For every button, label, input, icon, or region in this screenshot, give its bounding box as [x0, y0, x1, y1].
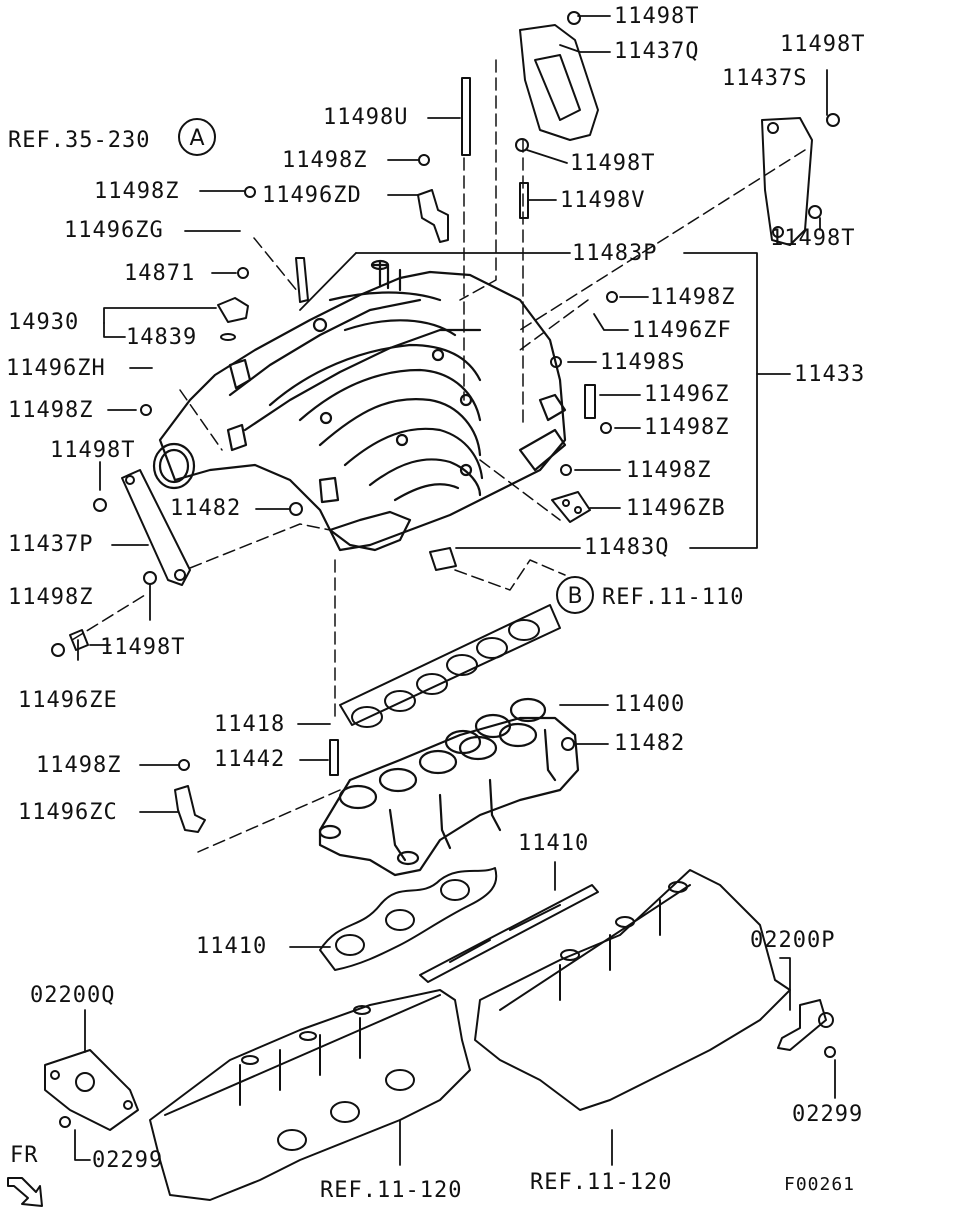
ref-circle-b: B: [556, 576, 594, 614]
label-11496ZH: 11496ZH: [6, 356, 106, 381]
front-arrow: [7, 1177, 43, 1207]
bracket-11496ZD: [417, 189, 449, 243]
label-front: FR: [10, 1143, 39, 1168]
label-11483Q: 11483Q: [584, 535, 670, 560]
label-11498U: 11498U: [323, 105, 409, 130]
sensor-14930: [217, 297, 249, 341]
label-02200P: 02200P: [750, 928, 836, 953]
label-14871: 14871: [124, 261, 196, 286]
label-ref-35-230: REF.35-230: [8, 128, 151, 153]
bracket-11437P: [121, 469, 191, 586]
label-11437Q: 11437Q: [614, 39, 700, 64]
label-11498Z-a: 11498Z: [282, 148, 368, 173]
label-14930: 14930: [8, 310, 80, 335]
label-11482-b: 11482: [614, 731, 686, 756]
bracket-11437S: [761, 117, 813, 246]
label-11498Z-h: 11498Z: [36, 753, 122, 778]
label-11498T-r2: 11498T: [770, 226, 856, 251]
label-11498Z-b: 11498Z: [94, 179, 180, 204]
gasket-11418: [339, 604, 561, 728]
label-11418: 11418: [214, 712, 286, 737]
label-11437P: 11437P: [8, 532, 94, 557]
cylinder-head-left: [149, 989, 471, 1201]
label-ref-11-110: REF.11-110: [602, 585, 745, 610]
gasket-11410-left: [319, 867, 498, 971]
bracket-11496ZB: [551, 491, 591, 523]
label-11496ZB: 11496ZB: [626, 496, 726, 521]
sensor-02200P: [777, 999, 834, 1051]
diagram-code: F00261: [784, 1174, 856, 1195]
label-14839: 14839: [126, 325, 198, 350]
label-11496ZF: 11496ZF: [632, 318, 732, 343]
label-11410-b: 11410: [196, 934, 268, 959]
leader-lines: [74, 15, 836, 1166]
label-11410-a: 11410: [518, 831, 590, 856]
label-02200Q: 02200Q: [30, 983, 116, 1008]
label-11496Z: 11496Z: [644, 382, 730, 407]
label-11437S: 11437S: [722, 66, 808, 91]
label-11498T-l: 11498T: [50, 438, 136, 463]
dash-lines: [71, 59, 806, 853]
label-11496ZD: 11496ZD: [262, 183, 362, 208]
label-11498T-r1: 11498T: [780, 32, 866, 57]
lower-intake-manifold: [318, 697, 580, 877]
label-ref-11-120-a: REF.11-120: [320, 1178, 463, 1203]
label-11498T-top: 11498T: [614, 4, 700, 29]
label-11496ZG: 11496ZG: [64, 218, 164, 243]
bracket-11496ZC: [174, 785, 206, 833]
upper-intake-manifold: [152, 259, 567, 552]
label-11442: 11442: [214, 747, 286, 772]
ref-circle-a: A: [178, 118, 216, 156]
bracket-11437Q: [519, 24, 599, 141]
label-11482-a: 11482: [170, 496, 242, 521]
label-11498Z-g: 11498Z: [8, 585, 94, 610]
label-11498Z-c: 11498Z: [650, 285, 736, 310]
label-ref-11-120-b: REF.11-120: [530, 1170, 673, 1195]
label-02299-a: 02299: [792, 1102, 864, 1127]
sensor-02200Q: [44, 1049, 139, 1131]
gasket-11410-right: [419, 884, 599, 983]
label-11433: 11433: [794, 362, 866, 387]
label-11498Z-d: 11498Z: [8, 398, 94, 423]
label-11498S: 11498S: [600, 350, 686, 375]
label-02299-b: 02299: [92, 1148, 164, 1173]
label-11400: 11400: [614, 692, 686, 717]
label-11496ZC: 11496ZC: [18, 800, 118, 825]
label-11496ZE: 11496ZE: [18, 688, 118, 713]
label-11498T-mid: 11498T: [570, 151, 656, 176]
label-11483P: 11483P: [572, 241, 658, 266]
label-11498T-b: 11498T: [100, 635, 186, 660]
fasteners: [51, 11, 840, 1128]
label-11498Z-f: 11498Z: [626, 458, 712, 483]
cylinder-head-right: [474, 869, 791, 1111]
label-11498Z-e: 11498Z: [644, 415, 730, 440]
label-11498V: 11498V: [560, 188, 646, 213]
